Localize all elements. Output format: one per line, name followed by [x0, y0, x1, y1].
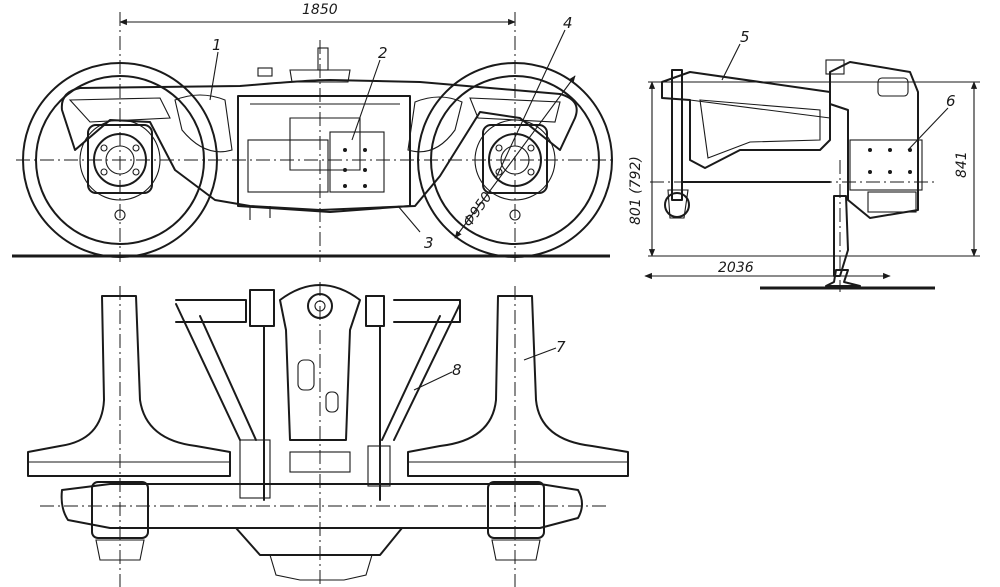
bolster-section	[661, 71, 831, 169]
cross-section-view: 801 (792) 841 2036 5 6	[628, 28, 980, 292]
wheel-diameter-dimension: Ф950	[460, 189, 495, 230]
bolster	[237, 95, 411, 213]
gauge-dimension: 2036	[718, 260, 754, 276]
spring-set	[247, 131, 385, 193]
brake-rigging	[175, 289, 461, 501]
plan-side-frame	[60, 483, 583, 529]
callout-6: 6	[946, 92, 956, 110]
side-view: 1850 Ф950 1 2 3 4	[12, 2, 613, 262]
callout-8: 8	[452, 361, 462, 379]
height-total-dimension: 841	[954, 151, 970, 178]
callout-5: 5	[740, 28, 750, 46]
callout-1: 1	[212, 36, 222, 54]
callout-7: 7	[556, 338, 566, 356]
height-empty-dimension: 801 (792)	[628, 156, 644, 225]
wheelbase-dimension: 1850	[302, 2, 338, 18]
callout-2: 2	[378, 44, 388, 62]
plan-view: 7 8	[27, 282, 629, 587]
callout-4: 4	[563, 14, 573, 32]
plan-right-wheel	[407, 295, 629, 477]
section-spring-set	[849, 139, 923, 191]
callout-3: 3	[424, 234, 434, 252]
plan-left-wheel	[27, 295, 231, 477]
